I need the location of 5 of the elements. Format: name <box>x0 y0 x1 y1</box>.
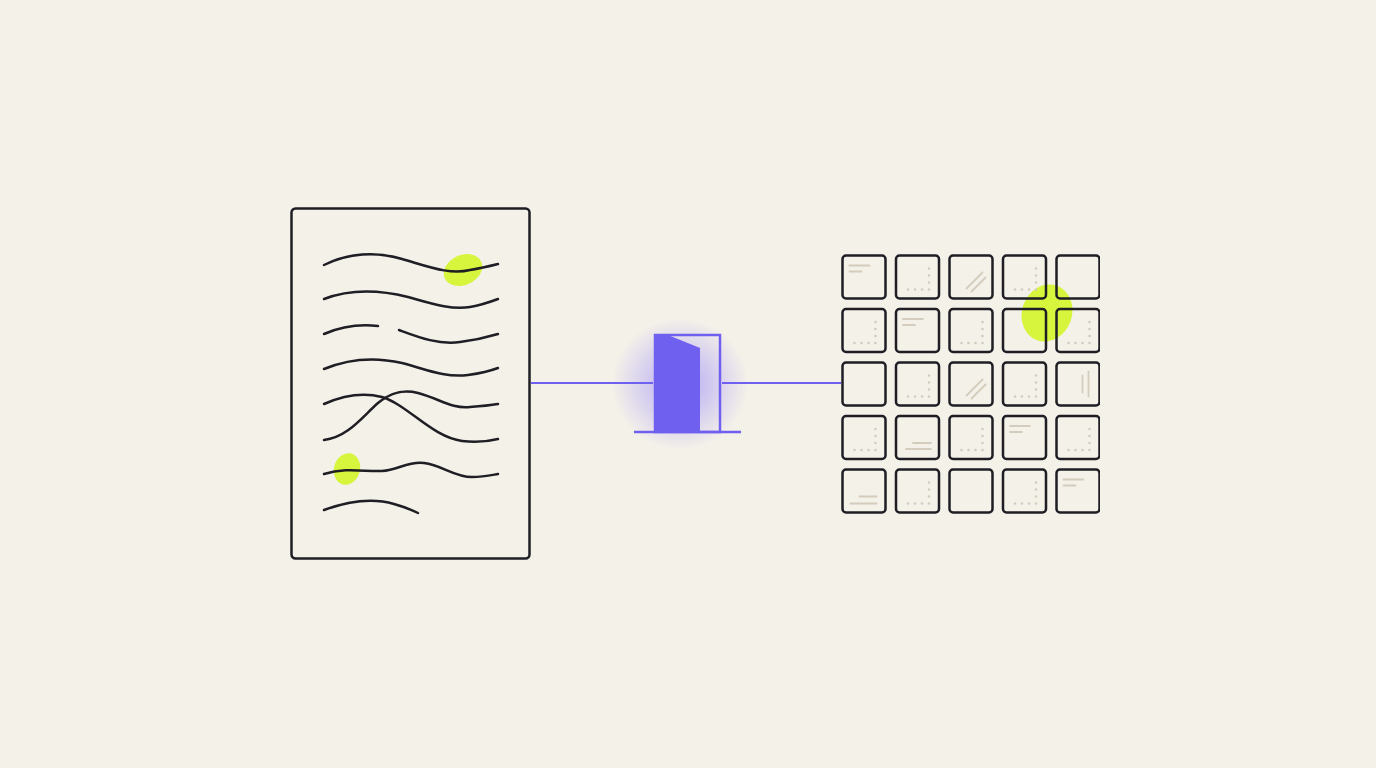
door-illustration <box>653 333 722 434</box>
connector-line <box>531 381 653 385</box>
document-illustration <box>290 207 531 560</box>
connector-line <box>722 381 841 385</box>
tile-grid-illustration <box>841 254 1100 514</box>
